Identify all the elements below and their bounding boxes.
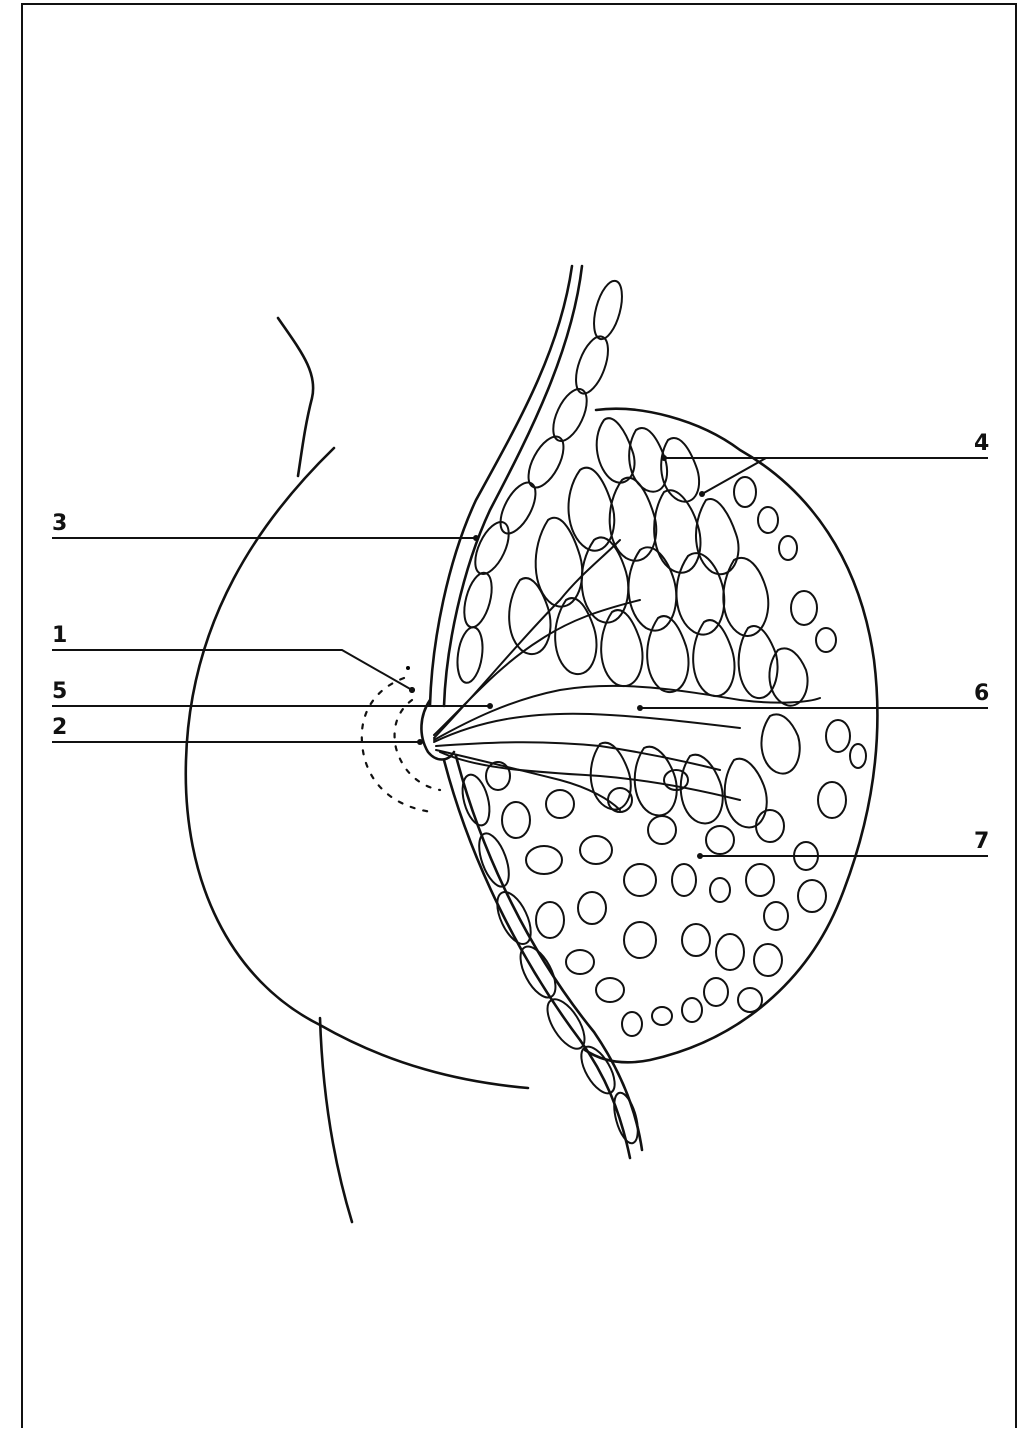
label-7: 7 (974, 829, 989, 854)
glandular-lobules (509, 418, 807, 827)
label-6: 6 (974, 681, 989, 706)
areola (362, 666, 440, 812)
label-5: 5 (52, 679, 67, 704)
adipose-tissue (486, 477, 866, 1036)
leader-lines (52, 458, 988, 856)
torso-outline (186, 318, 528, 1222)
breast-contour (585, 409, 877, 1063)
leader-dots (409, 455, 705, 859)
label-4: 4 (974, 431, 989, 456)
chest-wall (430, 266, 642, 1158)
label-3: 3 (52, 511, 67, 536)
leader-1 (52, 650, 412, 690)
page-frame (22, 4, 1016, 1428)
label-2: 2 (52, 715, 67, 740)
label-1: 1 (52, 623, 67, 648)
